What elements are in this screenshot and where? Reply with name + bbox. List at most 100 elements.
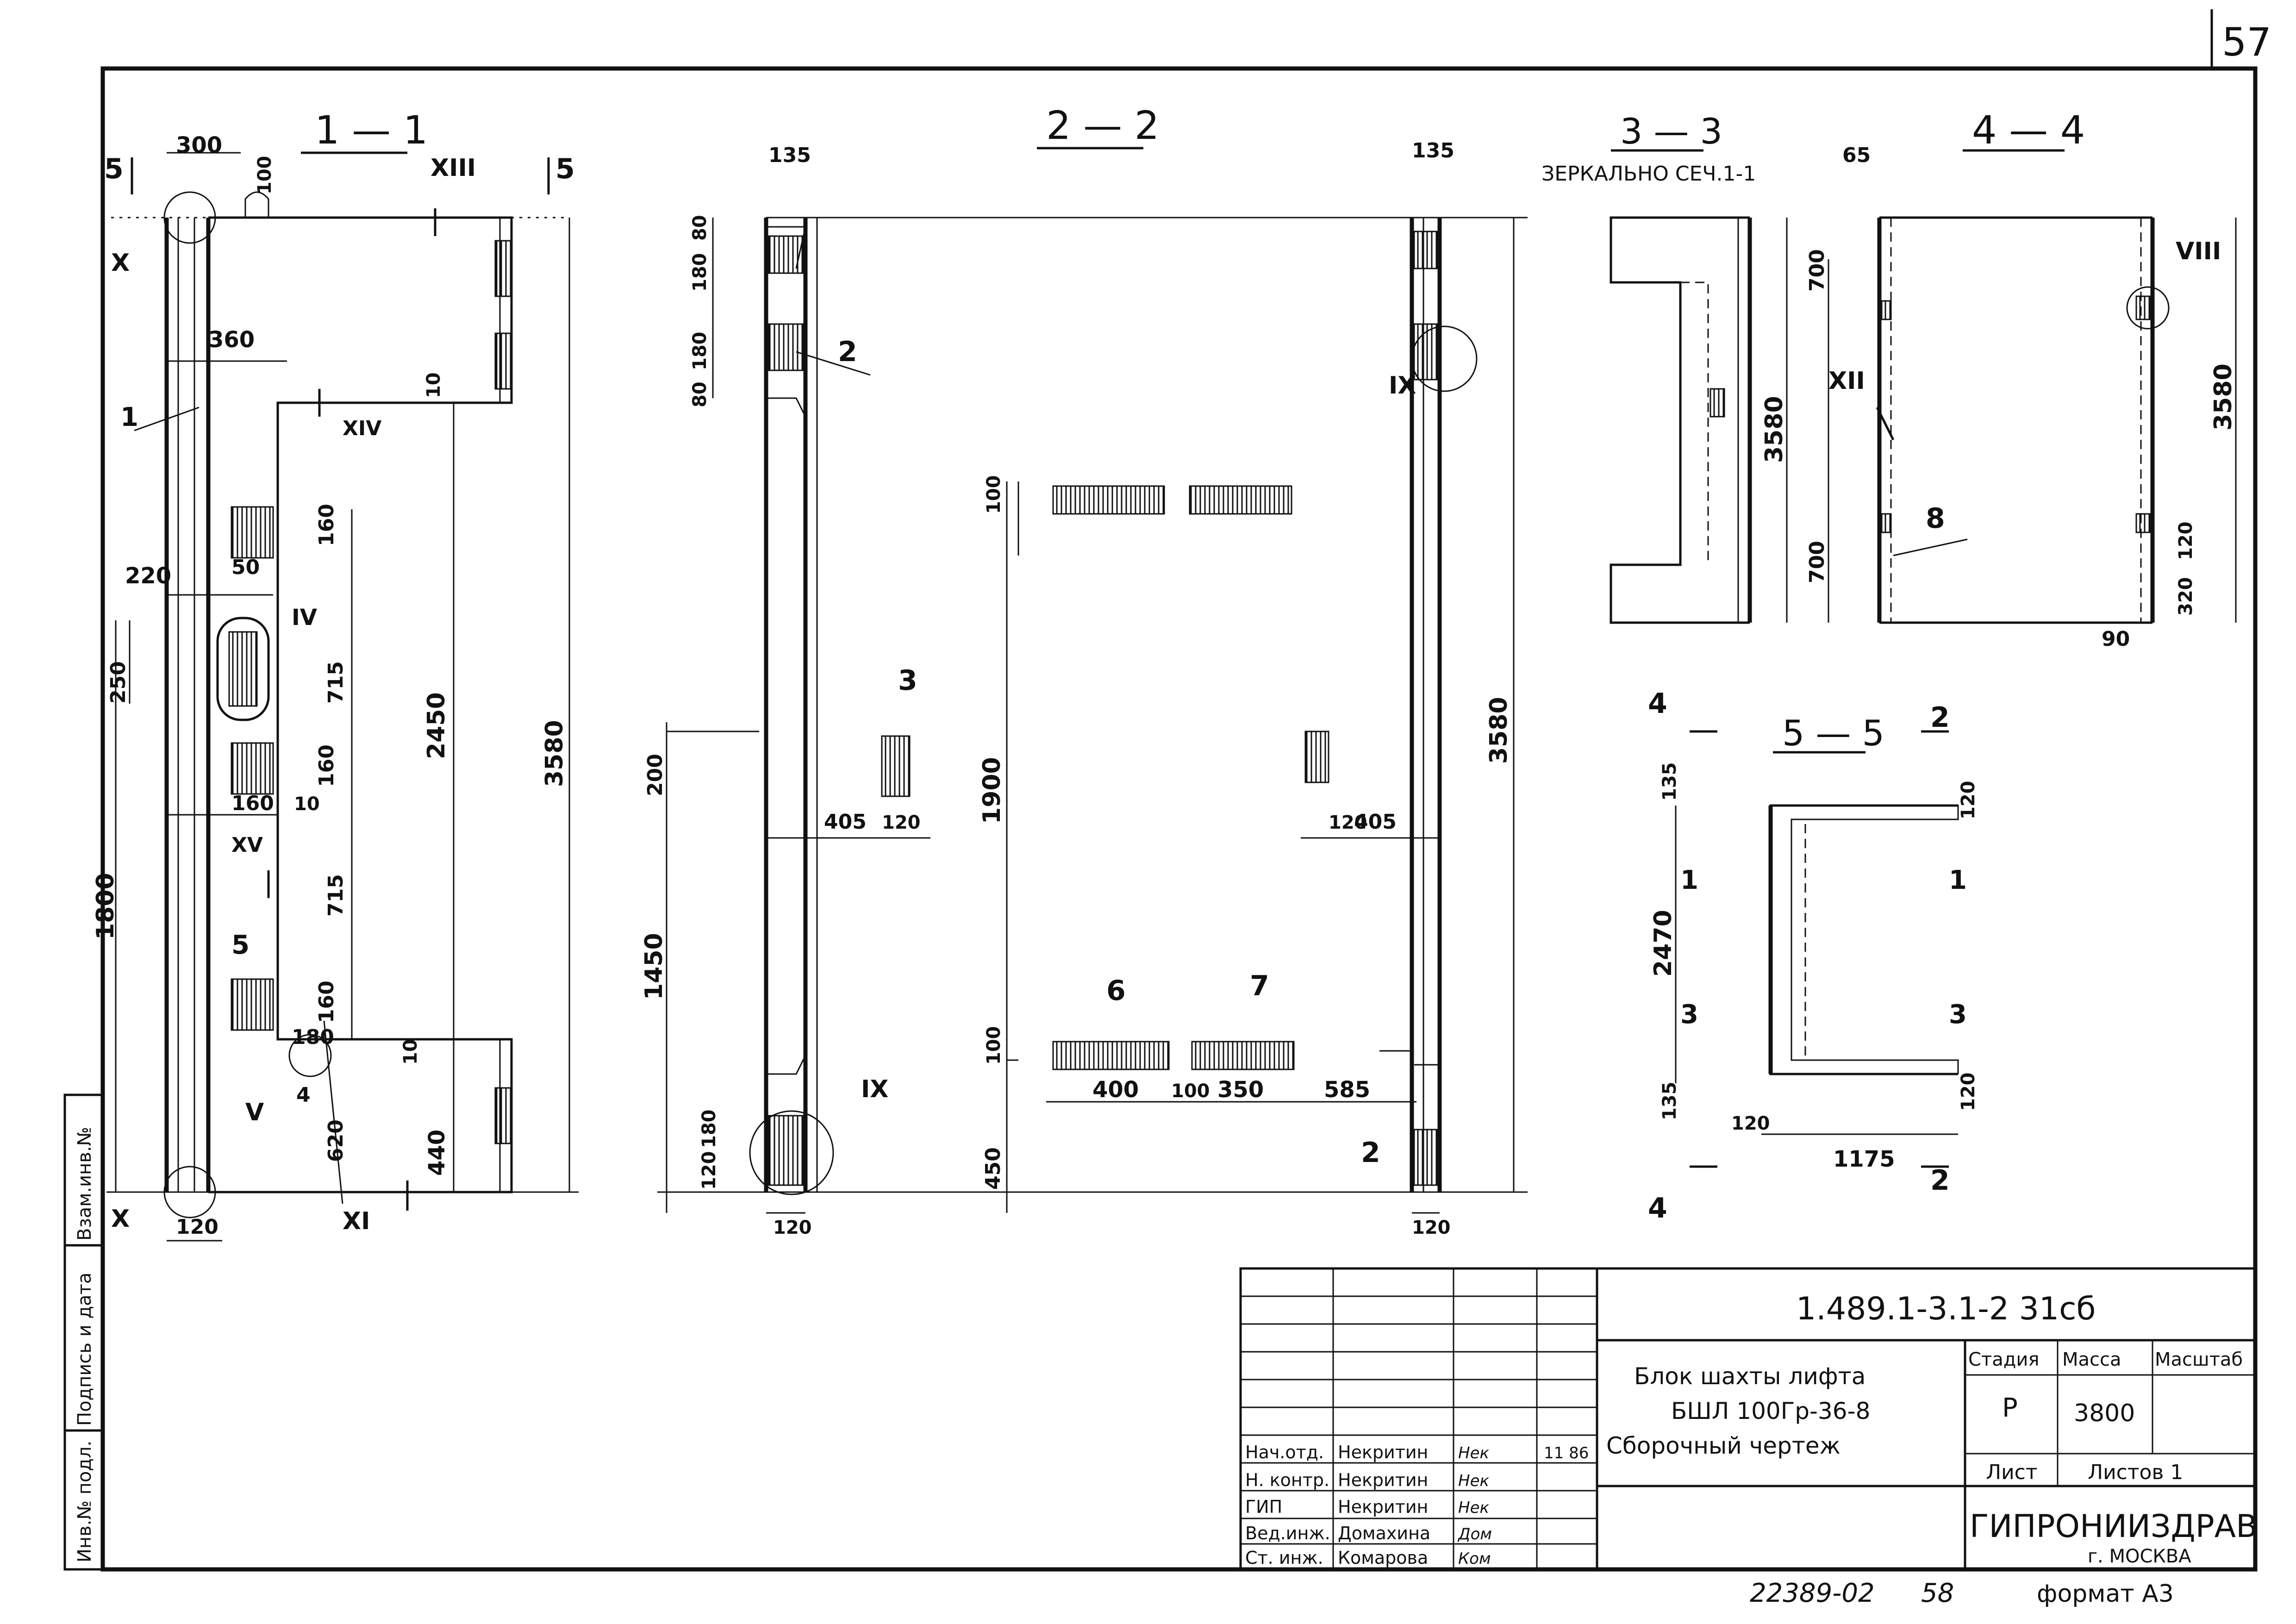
side-stamp-sign: Подпись и дата	[74, 1273, 95, 1426]
side-stamp: Инв.№ подл. Подпись и дата Взам.инв.№	[63, 1093, 104, 1571]
pos-8: 8	[1926, 502, 1945, 535]
dim-2-2-e: 180	[689, 332, 711, 371]
footer-page: 58	[1921, 1578, 1954, 1608]
dim-2-2-x: 405	[1354, 810, 1397, 834]
signer-role-4: Вед.инж.	[1245, 1523, 1330, 1543]
dim-1-1-t: 3580	[541, 720, 568, 787]
dim-2-2-d: 80	[689, 381, 711, 407]
dim-1-1-h: 715	[324, 661, 348, 704]
signer-sign-3: Нек	[1458, 1499, 1489, 1517]
dim-2-2-k: 1450	[640, 933, 668, 1000]
dim-1-1-n: 180	[292, 1025, 334, 1049]
pos-2-bottom: 2	[1361, 1137, 1380, 1169]
dim-3-3-height: 3580	[1760, 396, 1788, 463]
dim-1-1-j: 160	[231, 792, 274, 815]
marker-v: V	[245, 1099, 264, 1126]
signer-sign-1: Нек	[1458, 1444, 1489, 1462]
title-line-1: Блок шахты лифта	[1634, 1363, 1866, 1390]
marker-xv: XV	[231, 833, 263, 857]
dim-5-5-c: 2470	[1649, 910, 1677, 977]
mass-value: 3800	[2074, 1399, 2135, 1427]
pos-4-1-1: 4	[296, 1083, 311, 1107]
stage-value: Р	[2002, 1393, 2018, 1423]
sheet-header: Лист	[1986, 1461, 2038, 1484]
dim-1-1-v: 10	[400, 1039, 421, 1065]
dim-2-2-v: 120	[1412, 1217, 1451, 1238]
signer-role-5: Ст. инж.	[1245, 1548, 1323, 1568]
dim-1-1-o: 620	[324, 1119, 348, 1162]
dim-1-1-k: 10	[294, 793, 320, 815]
dim-2-2-r: 120	[699, 1151, 720, 1190]
marker-ix-bottom: IX	[861, 1075, 888, 1103]
side-stamp-replace: Взам.инв.№	[74, 1127, 95, 1241]
dim-2-2-m: 400	[1092, 1077, 1139, 1103]
dim-4-4-b: 700	[1805, 249, 1829, 292]
section-5-5: 5 — 5 135 120 2470 135 120 1175 120 4 4 …	[1648, 687, 1979, 1224]
scale-header: Масштаб	[2155, 1349, 2243, 1370]
dim-2-2-l: 100	[983, 1026, 1004, 1065]
dim-1-1-u: 120	[176, 1215, 218, 1239]
dim-2-2-p: 585	[1324, 1077, 1370, 1103]
sheet-number: 57	[2222, 19, 2271, 65]
marker-xi: XI	[343, 1207, 370, 1235]
marker-x-top: X	[111, 249, 130, 277]
dim-5-5-a: 135	[1659, 762, 1680, 801]
signer-sign-5: Ком	[1458, 1549, 1491, 1568]
dim-2-2-c: 180	[689, 253, 711, 292]
cut-5-left: 5	[104, 153, 124, 185]
dim-4-4-f: 320	[2175, 577, 2196, 616]
marker-ix-top: IX	[1389, 372, 1416, 400]
pos-6: 6	[1106, 974, 1126, 1007]
dim-2-2-g: 1900	[978, 757, 1006, 824]
dim-4-4-d: 3580	[2209, 363, 2237, 431]
signer-sign-2: Нек	[1458, 1472, 1489, 1490]
dim-2-2-f: 100	[983, 475, 1004, 514]
dim-2-2-u: 135	[1412, 139, 1454, 162]
section-2-2: 2 — 2	[640, 103, 1528, 1238]
signer-name-5: Комарова	[1338, 1548, 1428, 1568]
dim-2-2-o: 350	[1217, 1077, 1264, 1103]
signer-name-4: Домахина	[1338, 1523, 1430, 1543]
cut-4-bottom: 4	[1648, 1192, 1667, 1224]
stage-header: Стадия	[1968, 1349, 2039, 1370]
side-stamp-inv: Инв.№ подл.	[74, 1441, 95, 1562]
section-1-1: 1 — 1	[92, 107, 579, 1242]
section-3-3-note: ЗЕРКАЛЬНО СЕЧ.1-1	[1541, 162, 1756, 186]
mass-header: Масса	[2062, 1349, 2121, 1370]
dim-5-5-f: 1175	[1833, 1146, 1895, 1172]
dim-2-2-s: 180	[699, 1110, 720, 1149]
dim-5-5-e: 120	[1731, 1113, 1770, 1134]
organization-city: г. МОСКВА	[2088, 1546, 2191, 1567]
dim-2-2-y: 3580	[1485, 697, 1513, 764]
signer-sign-4: Дом	[1457, 1525, 1492, 1543]
cut-2-bottom: 2	[1930, 1164, 1950, 1197]
section-3-3: 3 — 3 ЗЕРКАЛЬНО СЕЧ.1-1 3580	[1541, 111, 1788, 624]
section-2-2-title: 2 — 2	[1046, 103, 1159, 148]
dim-4-4-c: 700	[1805, 541, 1829, 583]
marker-xiv: XIV	[343, 417, 381, 440]
marker-iv: IV	[292, 605, 317, 631]
marker-xiii: XIII	[430, 154, 476, 182]
organization-name: ГИПРОНИИЗДРАВ	[1970, 1508, 2258, 1545]
dim-1-1-q: 250	[106, 661, 130, 704]
dim-2-2-i: 405	[824, 810, 867, 834]
footer-format: формат А3	[2037, 1580, 2174, 1608]
signer-name-3: Некритин	[1338, 1497, 1428, 1517]
dim-2-2-w: 120	[1329, 812, 1367, 833]
dim-1-1-e: 220	[125, 563, 171, 589]
section-5-5-title: 5 — 5	[1782, 712, 1884, 754]
title-line-3: Сборочный чертеж	[1606, 1432, 1841, 1459]
section-3-3-title: 3 — 3	[1620, 111, 1722, 152]
dim-1-1-m: 160	[315, 981, 338, 1023]
dim-5-5-d: 135	[1659, 1082, 1680, 1121]
dim-1-1-g: 160	[315, 504, 338, 546]
pos-7: 7	[1250, 970, 1269, 1002]
dim-5-5-b: 120	[1958, 781, 1979, 820]
dim-1-1-a: 300	[176, 132, 222, 158]
pos-3: 3	[898, 664, 917, 697]
section-4-4: 4 — 4 65 700 700 3580 120 320 90 VIII XI…	[1805, 107, 2237, 651]
cut-4-top: 4	[1648, 687, 1667, 720]
cut-2-top: 2	[1930, 701, 1950, 734]
cut-1-right: 1	[1949, 865, 1967, 895]
